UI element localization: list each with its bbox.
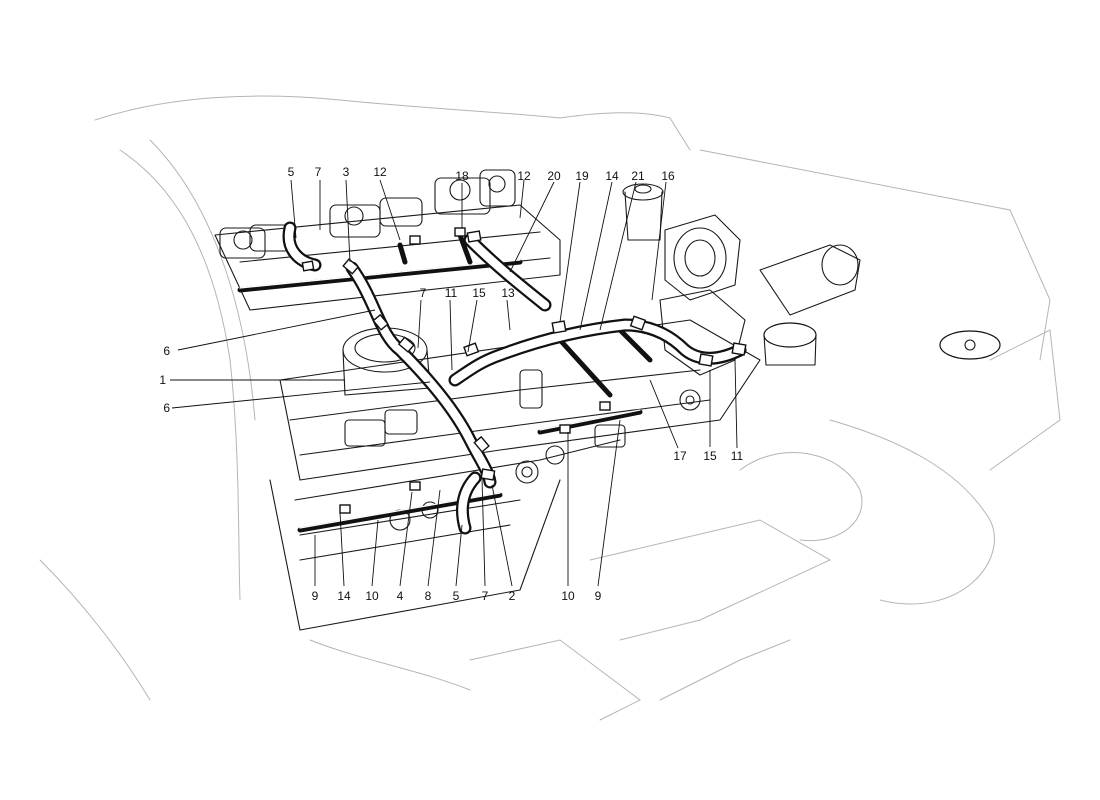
front-fittings [344, 369, 701, 531]
callout-12: 12 [373, 165, 387, 179]
callout-11: 11 [445, 286, 458, 300]
callout-14b: 14 [337, 589, 351, 603]
callout-7b: 7 [420, 286, 427, 300]
body-panel-outlines [39, 95, 1061, 721]
starter-motor [759, 244, 861, 316]
alternator [664, 214, 741, 301]
callout-2: 2 [509, 589, 516, 603]
callout-6b: 6 [163, 401, 170, 415]
callout-16: 16 [661, 169, 675, 183]
callout-10: 10 [365, 589, 379, 603]
callout-9b: 9 [595, 589, 602, 603]
callout-19: 19 [575, 169, 589, 183]
callout-13: 13 [501, 286, 515, 300]
callout-15: 15 [472, 286, 486, 300]
reservoir-caps [763, 322, 1001, 366]
oil-filler-neck [622, 183, 664, 241]
callout-6: 6 [163, 344, 170, 358]
callout-12b: 12 [517, 169, 531, 183]
callout-1: 1 [159, 373, 166, 387]
engine-block [214, 169, 1001, 631]
carburettor-row-left [219, 169, 516, 259]
callout-17: 17 [673, 449, 687, 463]
leader-lines [170, 179, 738, 587]
callout-7: 7 [315, 165, 322, 179]
callout-15b: 15 [703, 449, 717, 463]
callout-20: 20 [547, 169, 561, 183]
callout-21: 21 [631, 169, 645, 183]
callout-11b: 11 [731, 449, 744, 463]
callout-10b: 10 [561, 589, 575, 603]
callout-14: 14 [605, 169, 619, 183]
breather-hoses [282, 221, 747, 535]
callout-5: 5 [288, 165, 295, 179]
callout-3: 3 [343, 165, 350, 179]
callout-5b: 5 [453, 589, 460, 603]
hose-clamps [301, 227, 747, 514]
callout-9: 9 [312, 589, 319, 603]
callout-7c: 7 [482, 589, 489, 603]
callout-8: 8 [425, 589, 432, 603]
callout-18: 18 [455, 169, 469, 183]
callout-labels: 5 7 3 12 18 12 20 19 14 21 16 6 7 11 15 … [159, 165, 743, 603]
callout-4: 4 [397, 589, 404, 603]
